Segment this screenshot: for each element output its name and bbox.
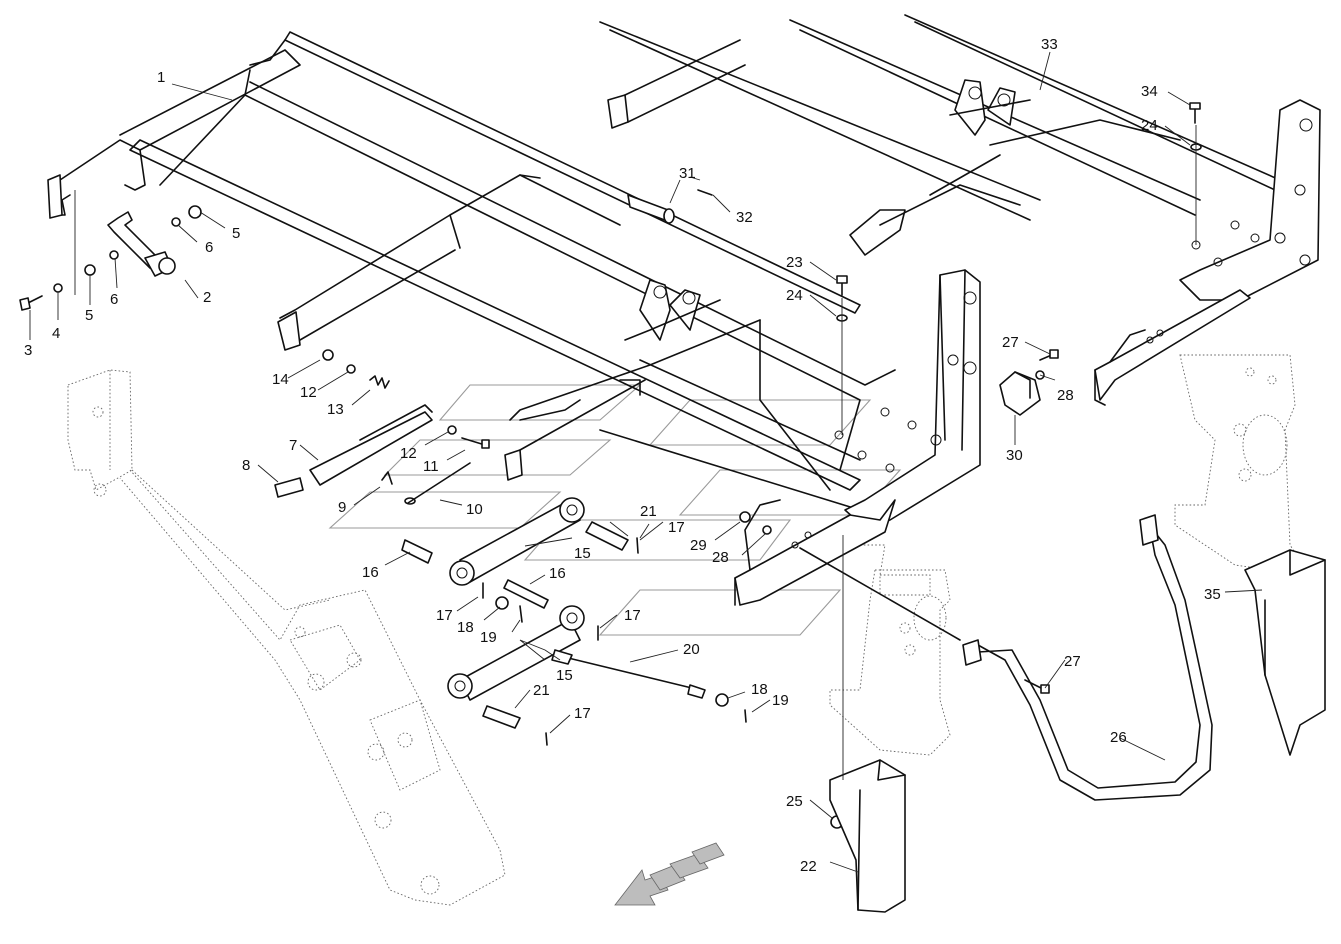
- callout-33: 33: [1041, 36, 1058, 53]
- guards-and-tube: [799, 514, 1326, 913]
- callout-29: 29: [690, 537, 707, 554]
- callout-19: 19: [772, 692, 789, 709]
- direction-arrow: [614, 842, 725, 906]
- callout-12: 12: [300, 384, 317, 401]
- callout-12: 12: [400, 445, 417, 462]
- callout-25: 25: [786, 793, 803, 810]
- callout-18: 18: [457, 619, 474, 636]
- callout-16: 16: [362, 564, 379, 581]
- callout-21: 21: [640, 503, 657, 520]
- callout-24: 24: [786, 287, 803, 304]
- callout-17: 17: [436, 607, 453, 624]
- callout-17: 17: [668, 519, 685, 536]
- callout-1: 1: [157, 69, 165, 86]
- callout-13: 13: [327, 401, 344, 418]
- callout-21: 21: [533, 682, 550, 699]
- callout-23: 23: [786, 254, 803, 271]
- callout-24: 24: [1141, 117, 1158, 134]
- secondary-frame: [599, 14, 1321, 406]
- callout-34: 34: [1141, 83, 1158, 100]
- callout-15: 15: [556, 667, 573, 684]
- callout-20: 20: [683, 641, 700, 658]
- callout-35: 35: [1204, 586, 1221, 603]
- callout-10: 10: [466, 501, 483, 518]
- callout-2: 2: [203, 289, 211, 306]
- callout-labels: 1 2 3 4 5 5 6 6 7 8 9 10 11 12 12 13 14 …: [24, 36, 1221, 875]
- callout-6: 6: [110, 291, 118, 308]
- leader-lines: [29, 51, 1263, 873]
- callout-17: 17: [624, 607, 641, 624]
- main-frame: [47, 31, 981, 606]
- callout-15: 15: [574, 545, 591, 562]
- callout-17: 17: [574, 705, 591, 722]
- hardware-parts: [19, 102, 1202, 829]
- callout-22: 22: [800, 858, 817, 875]
- callout-27: 27: [1064, 653, 1081, 670]
- callout-16: 16: [549, 565, 566, 582]
- callout-26: 26: [1110, 729, 1127, 746]
- gearbox-ghost-center: [829, 544, 951, 756]
- callout-6: 6: [205, 239, 213, 256]
- callout-30: 30: [1006, 447, 1023, 464]
- callout-5: 5: [85, 307, 93, 324]
- callout-5: 5: [232, 225, 240, 242]
- callout-3: 3: [24, 342, 32, 359]
- gearbox-ghost-right: [1174, 354, 1301, 571]
- callout-18: 18: [751, 681, 768, 698]
- callout-4: 4: [52, 325, 60, 342]
- callout-8: 8: [242, 457, 250, 474]
- callout-28: 28: [712, 549, 729, 566]
- callout-32: 32: [736, 209, 753, 226]
- callout-9: 9: [338, 499, 346, 516]
- callout-27: 27: [1002, 334, 1019, 351]
- callout-7: 7: [289, 437, 297, 454]
- loader-arm-ghost: [67, 369, 506, 906]
- callout-28: 28: [1057, 387, 1074, 404]
- callout-11: 11: [423, 458, 439, 475]
- callout-19: 19: [480, 629, 497, 646]
- callout-31: 31: [679, 165, 696, 182]
- callout-14: 14: [272, 371, 289, 388]
